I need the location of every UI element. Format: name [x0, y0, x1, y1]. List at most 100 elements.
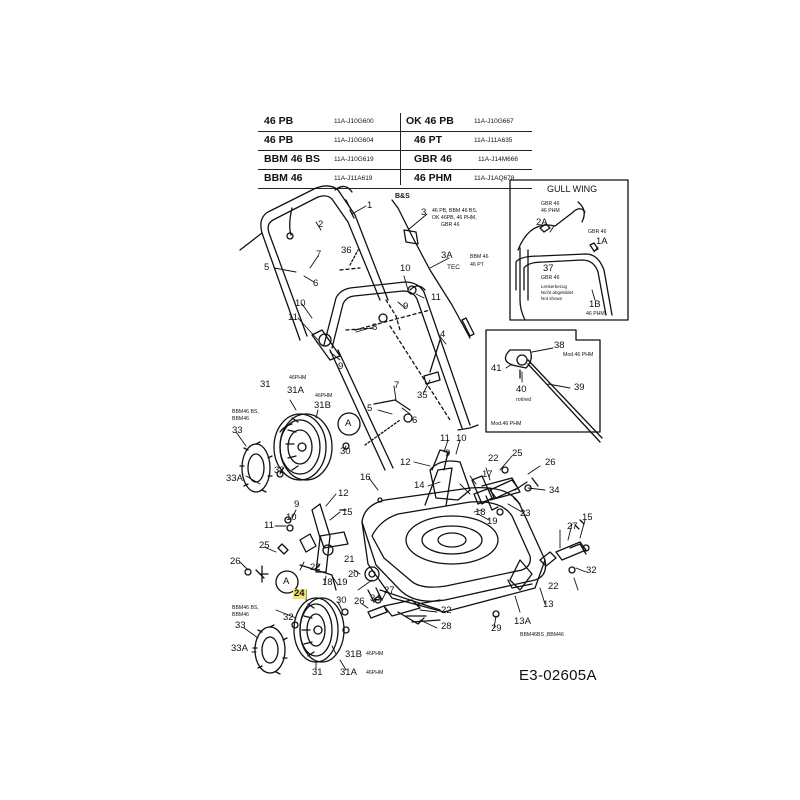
engine-label: B&S	[395, 193, 410, 200]
model-name: 46 PB	[264, 134, 294, 146]
throttle-cable	[391, 199, 475, 385]
part-label: 10	[400, 263, 411, 274]
part-label: 7	[394, 380, 400, 391]
annotation: 46PHM	[289, 375, 307, 381]
part-label: 1B	[589, 299, 601, 310]
part-label: 11	[431, 292, 441, 303]
part-label: 33	[232, 425, 243, 436]
part-label: 22	[441, 605, 452, 616]
part-label: 22	[548, 581, 559, 592]
part-label: 21	[344, 554, 355, 565]
annotation: 46 PHM	[586, 311, 605, 317]
model-name: BBM 46 BS	[264, 153, 321, 165]
lower-handle	[311, 249, 479, 471]
part-label: 19	[337, 577, 348, 588]
part-label: 31	[260, 379, 271, 390]
gull-wing-box	[509, 179, 629, 321]
annotation: BBM46	[232, 416, 250, 422]
part-label: 14	[414, 480, 425, 491]
table-row: BBM 46 BS 11A-J10G619 GBR 46 11A-J14M666	[258, 151, 532, 170]
part-label: 12	[338, 488, 349, 499]
wheel-lower	[293, 597, 345, 663]
model-table: 46 PB 11A-J10G600 OK 46 PB 11A-J10G667 4…	[258, 113, 532, 189]
highlighted-part-label[interactable]: 24	[293, 588, 306, 599]
annotation: GBR 46	[541, 201, 560, 207]
annotation: rot/red	[516, 397, 531, 403]
model-code: 11A-J1AQ678	[474, 175, 515, 182]
part-label: 17	[482, 469, 493, 480]
part-label: 25	[512, 448, 523, 459]
part-label: 31B	[345, 649, 362, 660]
part-label: 12	[400, 457, 411, 468]
part-label: 9	[445, 448, 451, 459]
phm-cable-box	[485, 329, 603, 443]
engine-label: TEC	[447, 264, 460, 271]
part-label: 28	[441, 621, 452, 632]
part-label: 11	[264, 520, 274, 531]
part-label: 31B	[314, 400, 331, 411]
part-label: 18	[475, 507, 486, 518]
rear-axle-bracket	[284, 497, 383, 591]
annotation: BBM46 BS,	[232, 605, 259, 611]
part-label: 15	[582, 512, 593, 523]
part-label: 41	[491, 363, 502, 374]
model-code: 11A-J14M666	[478, 156, 518, 163]
annotation: GBR 46	[541, 275, 560, 281]
detail-marker: A	[283, 576, 290, 587]
part-label: 26	[545, 457, 556, 468]
model-code: 11A-J11A635	[474, 137, 513, 144]
rear-wheel-upper	[273, 413, 333, 481]
part-label: 3A	[441, 250, 453, 261]
part-label: 11	[440, 433, 450, 444]
table-row: 46 PB 11A-J10G600 OK 46 PB 11A-J10G667	[258, 113, 532, 132]
part-label: 2	[318, 219, 324, 230]
annotation: Lenkerbezug	[541, 284, 568, 289]
table-divider	[400, 113, 401, 185]
part-label: 27	[384, 585, 395, 596]
part-label: 9	[403, 301, 409, 312]
part-label: 5	[264, 262, 270, 273]
part-label: 30	[336, 595, 347, 606]
part-label: 8	[372, 322, 378, 333]
part-label: 20	[348, 569, 359, 580]
part-label: 6	[313, 278, 319, 289]
model-code: 11A-J10G667	[474, 118, 514, 125]
part-label: 33A	[226, 473, 243, 484]
annotation: Not shown	[541, 296, 563, 301]
gull-wing-title: GULL WING	[547, 184, 598, 194]
annotation: OK 46PB, 46 PHM,	[432, 215, 477, 221]
model-name: GBR 46	[414, 153, 452, 165]
model-code: 11A-J10G619	[334, 156, 374, 163]
part-label: 26	[230, 556, 241, 567]
part-label: 26	[354, 596, 365, 607]
model-name: BBM 46	[264, 172, 303, 184]
annotation: BBM46 BS,	[232, 409, 259, 415]
annotation: 46PHM	[366, 651, 384, 657]
detail-circle-a	[337, 412, 361, 436]
part-label: 25	[259, 540, 270, 551]
part-label: 30	[340, 446, 351, 457]
part-label: 38	[554, 340, 565, 351]
part-label: 4	[440, 329, 446, 340]
part-label: 3	[421, 207, 427, 218]
part-label: 13A	[514, 616, 531, 627]
part-label: 32	[586, 565, 597, 576]
part-label: 10	[456, 433, 467, 444]
detail-marker: A	[345, 418, 352, 429]
front-axle-parts	[244, 543, 500, 625]
part-label: 34	[370, 593, 381, 604]
part-label: 13	[543, 599, 554, 610]
part-label: 6	[412, 415, 418, 426]
part-label: 34	[549, 485, 560, 496]
model-code: 11A-J11A619	[334, 175, 373, 182]
annotation: GBR 46	[441, 222, 460, 228]
part-label: 31A	[340, 667, 357, 678]
part-label: 11	[288, 312, 298, 323]
part-label: 5	[367, 403, 373, 414]
front-axle-bracket	[539, 519, 590, 574]
part-label: 39	[574, 382, 585, 393]
detail-circle-a-lower	[275, 570, 299, 594]
part-label: 22	[488, 453, 499, 464]
part-label: 22	[310, 562, 321, 573]
